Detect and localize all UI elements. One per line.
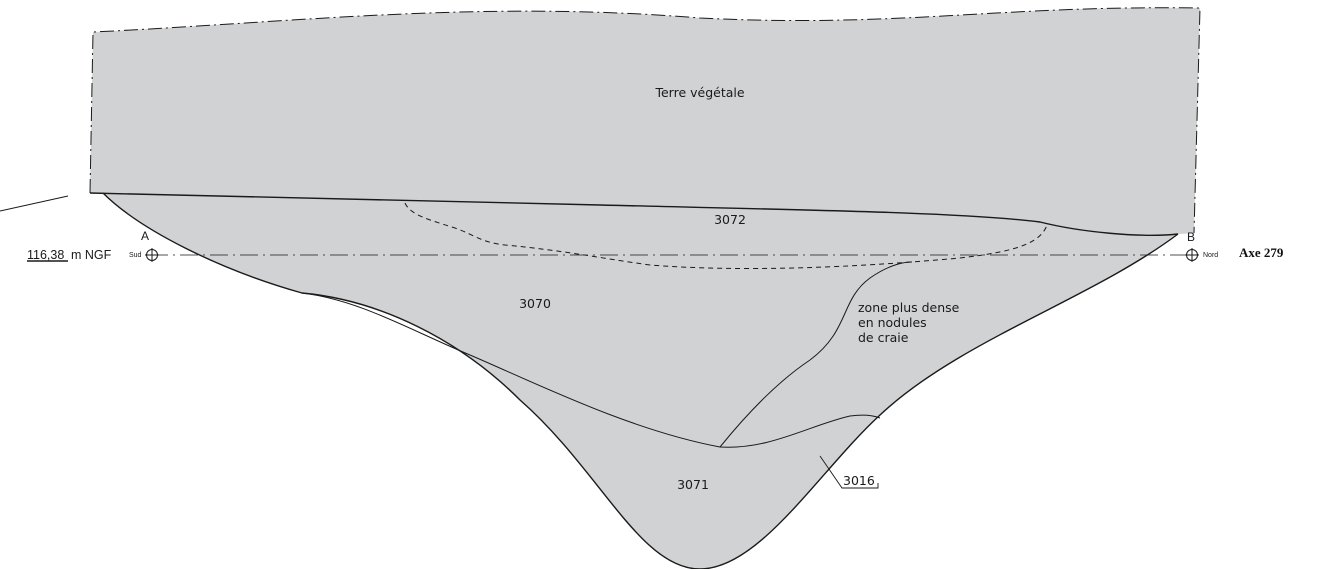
- dense-zone-boundary: [719, 261, 913, 448]
- topsoil-outline: [89, 7, 1201, 234]
- elevation-value: 116,38: [27, 248, 64, 262]
- label-topsoil: Terre végétale: [654, 85, 744, 100]
- leader-3016: [819, 455, 879, 489]
- interface-line: [89, 192, 1179, 236]
- dense-zone-line-3: de craie: [858, 330, 909, 345]
- pit-fill: [90, 193, 1178, 569]
- elevation-unit: m NGF: [71, 248, 112, 262]
- label-3071: 3071: [677, 477, 709, 492]
- point-a-letter: A: [141, 229, 149, 243]
- point-b-marker: [1185, 248, 1199, 262]
- label-3016: 3016: [843, 473, 875, 488]
- point-a-direction: Sud: [129, 252, 142, 259]
- axis-label: Axe 279: [1239, 245, 1284, 260]
- point-a-marker: [145, 248, 159, 262]
- point-b-direction: Nord: [1203, 252, 1218, 259]
- label-3070: 3070: [519, 296, 551, 311]
- left-extension-line: [0, 195, 69, 212]
- topsoil-layer: [90, 7, 1200, 235]
- dense-zone-line-2: en nodules: [858, 315, 927, 330]
- dense-zone-line-1: zone plus dense: [858, 300, 960, 315]
- boundary-3070-3071: [301, 292, 881, 448]
- pit-outline: [102, 192, 1179, 569]
- boundary-3072: [404, 202, 1048, 270]
- label-3072: 3072: [714, 212, 746, 227]
- point-b-letter: B: [1187, 230, 1195, 244]
